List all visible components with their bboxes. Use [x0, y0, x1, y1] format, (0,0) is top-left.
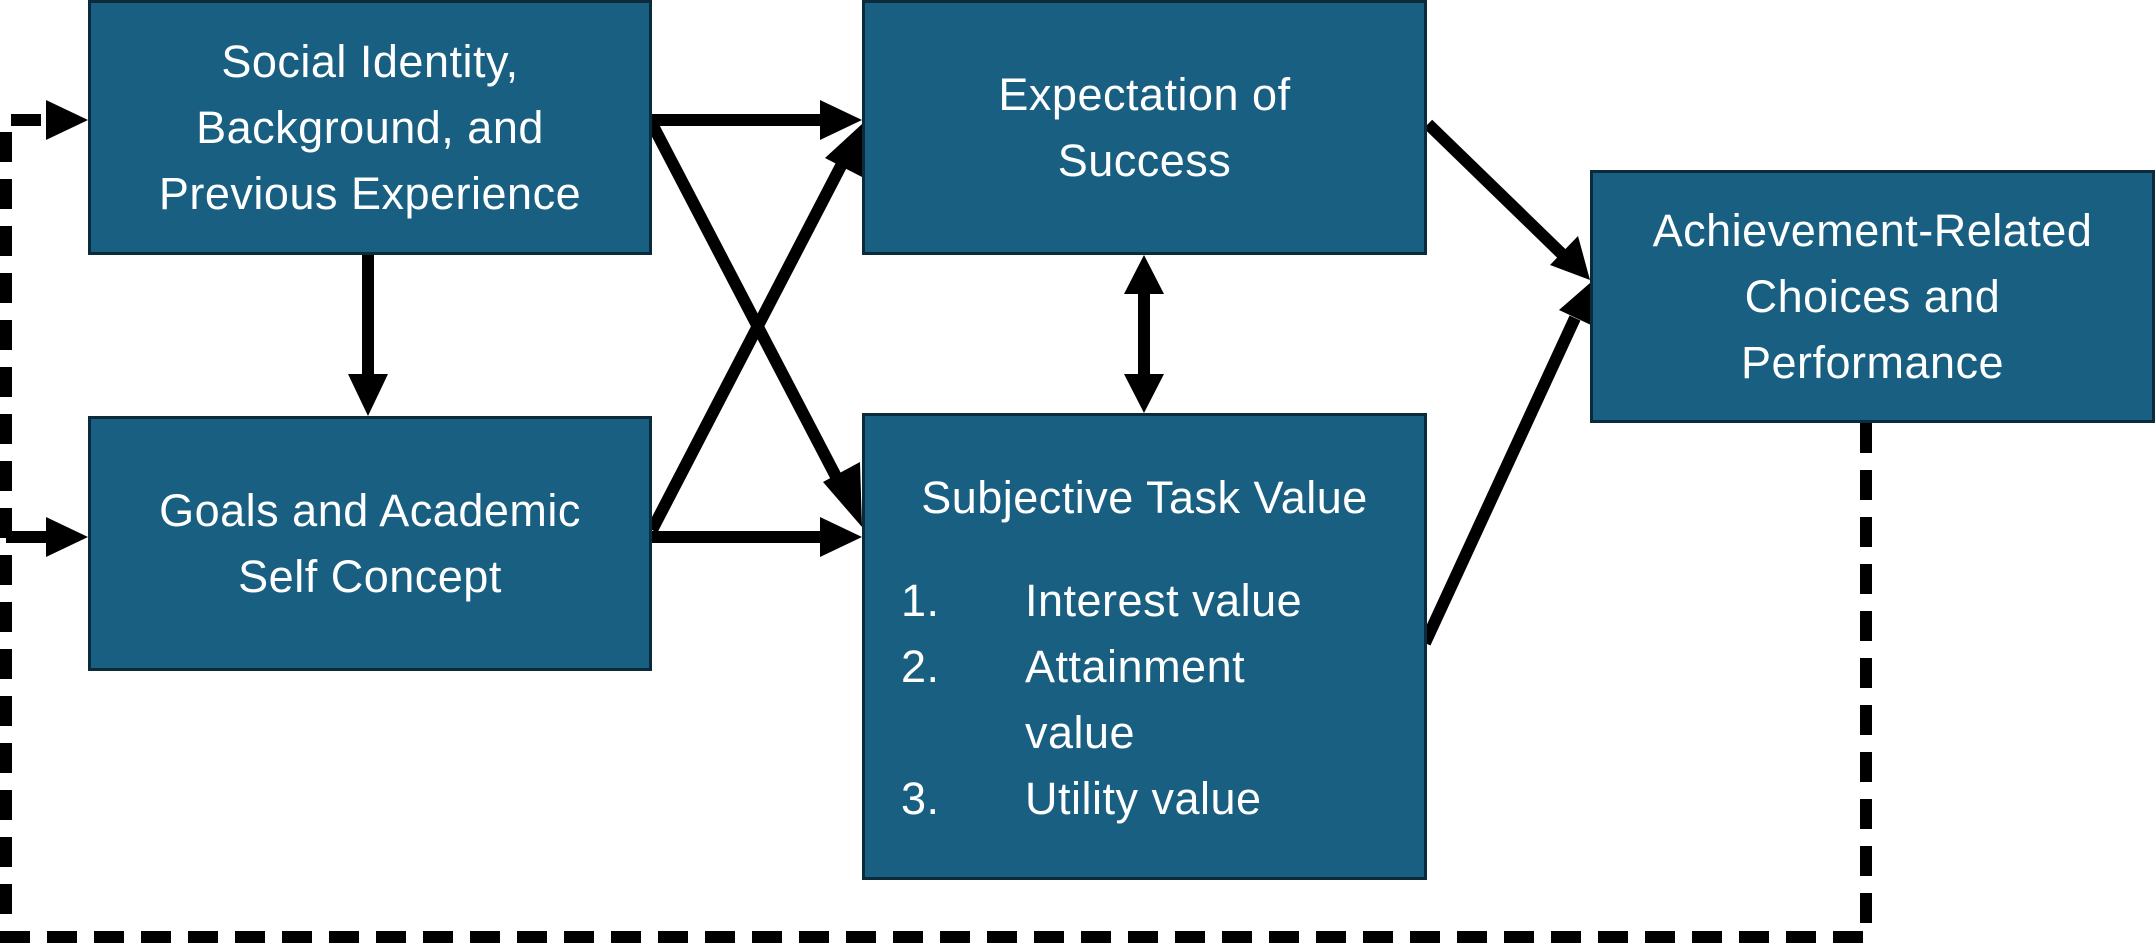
value-item-text: Attainment value: [1025, 641, 1246, 758]
value-item-text: Interest value: [1025, 575, 1303, 626]
node-expectation-line-2: Success: [1057, 134, 1232, 186]
arrow-goals-to-expectation: [646, 157, 850, 533]
node-achievement-choices: Achievement-Related Choices and Performa…: [1590, 170, 2155, 423]
node-goals-self-concept: Goals and Academic Self Concept: [88, 416, 652, 671]
node-social-identity: Social Identity, Background, and Previou…: [88, 0, 652, 255]
value-list-item: 2. Attainment value: [901, 634, 1371, 766]
value-list: 1. Interest value 2. Attainment value 3.…: [901, 568, 1371, 832]
node-goals-line-2: Self Concept: [238, 550, 502, 602]
value-item-text: Utility value: [1025, 773, 1262, 824]
arrowhead-expectation-from-goals: [825, 124, 862, 177]
value-list-item: 1. Interest value: [901, 568, 1371, 634]
node-goals-line-1: Goals and Academic: [159, 484, 581, 536]
node-achievement-line-1: Achievement-Related: [1652, 204, 2093, 256]
arrowhead-value-from-goals: [820, 517, 862, 557]
arrow-expectation-to-achievement: [1423, 119, 1569, 261]
value-list-item: 3. Utility value: [901, 766, 1371, 832]
arrowhead-value-from-social: [823, 462, 862, 527]
value-item-number: 3.: [901, 773, 940, 824]
arrowhead-expectation-from-social: [820, 100, 862, 140]
node-social-identity-line-3: Previous Experience: [158, 167, 582, 219]
arrowhead-down-to-value: [1124, 374, 1164, 413]
node-value-title: Subjective Task Value: [921, 472, 1368, 523]
node-social-identity-line-2: Background, and: [196, 101, 544, 153]
node-achievement-line-2: Choices and: [1744, 270, 2001, 322]
arrowhead-achievement-from-value: [1559, 283, 1591, 325]
feedback-loop-dashed-line: [0, 114, 1872, 943]
feedback-arrowhead-goals: [46, 517, 88, 557]
node-social-identity-line-1: Social Identity,: [221, 35, 519, 87]
node-expectation-line-1: Expectation of: [998, 68, 1291, 120]
feedback-arrowhead-social: [46, 100, 88, 140]
value-item-number: 1.: [901, 575, 940, 626]
arrow-social-to-value: [644, 117, 849, 493]
arrowhead-up-to-expectation: [1124, 255, 1164, 294]
arrowhead-goals-from-social: [348, 374, 388, 416]
node-achievement-line-3: Performance: [1740, 336, 2005, 388]
arrowhead-achievement-from-expectation: [1550, 236, 1590, 280]
arrow-value-to-achievement: [1419, 315, 1581, 646]
value-item-number: 2.: [901, 641, 940, 692]
node-subjective-task-value: Subjective Task Value 1. Interest value …: [862, 413, 1427, 880]
node-expectation-of-success: Expectation of Success: [862, 0, 1427, 255]
